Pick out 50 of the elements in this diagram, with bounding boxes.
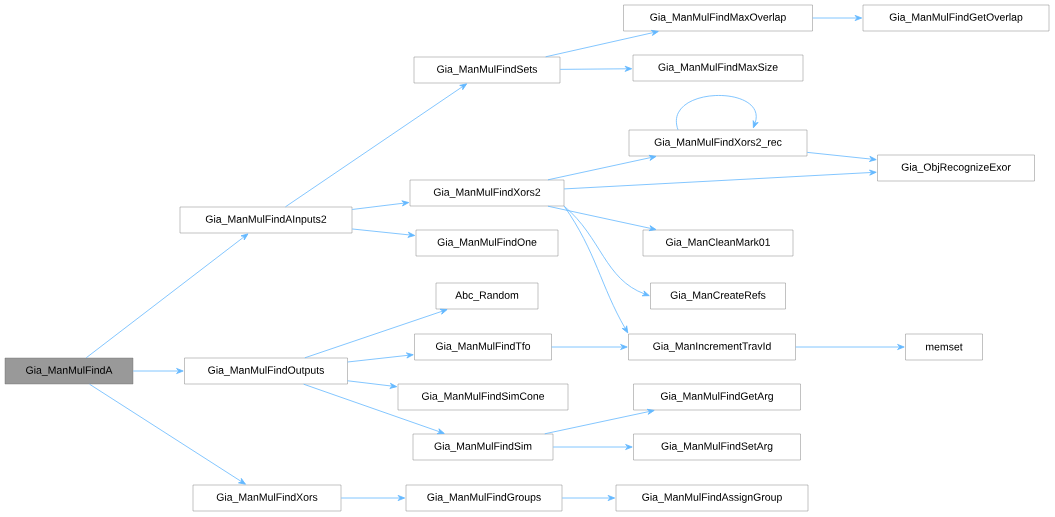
arrow [559,65,633,72]
arrow [347,352,414,363]
function-box: Gia_ManMulFindAssignGroup [615,484,809,512]
arrow [347,380,398,389]
function-box: Gia_ManMulFindSim [412,433,554,461]
function-box: Gia_ManMulFindTfo [414,333,552,361]
function-box: Gia_ObjRecognizeExor [877,154,1035,182]
arrow [544,408,655,435]
arrow [547,154,657,181]
function-box: memset [905,333,983,361]
arrow [545,29,659,58]
function-box: Gia_ManCreateRefs [650,282,786,310]
arrow [563,205,650,297]
function-box: Gia_ManMulFindXors2 [409,179,565,207]
function-box: Gia_ManMulFindSets [413,56,561,84]
arrow [795,344,905,350]
function-box: Gia_ManMulFindMaxOverlap [623,4,813,32]
function-box: Gia_ManMulFindMaxSize [632,54,804,82]
arrow [552,444,633,450]
function-box: Gia_ManMulFindXors [192,484,342,512]
function-box: Gia_ManMulFindAInputs2 [179,206,353,234]
function-box: Gia_ManMulFindSetArg [633,433,801,461]
function-box: Gia_ManMulFindGetOverlap [862,4,1050,32]
arrow [806,151,877,162]
function-box: Gia_ManMulFindXors2_rec [628,129,808,157]
arrow [351,200,410,210]
function-box: Abc_Random [435,282,539,310]
function-box: Gia_ManCleanMark01 [642,229,794,257]
arrow [285,83,468,208]
arrow [547,205,657,232]
arrow [551,344,628,350]
arrow [812,15,863,21]
arrow [563,205,629,334]
function-box: Gia_ManMulFindGetArg [633,383,801,411]
function-box: Gia_ManMulFindGroups [405,484,563,512]
arrow [563,169,877,190]
arrow [351,228,416,238]
arrow [340,495,406,501]
arrow [304,308,448,359]
function-box: Gia_ManMulFindA [4,357,134,385]
arrow [89,383,246,485]
arrow [132,368,184,374]
function-box: Gia_ManMulFindSimCone [397,383,569,411]
function-box: Gia_ManIncrementTravId [628,333,796,361]
arrow [676,95,759,131]
arrow [85,233,249,359]
function-box: Gia_ManMulFindOne [415,229,559,257]
arrow [303,383,445,435]
function-box: Gia_ManMulFindOutputs [184,357,348,385]
arrow [561,495,616,501]
